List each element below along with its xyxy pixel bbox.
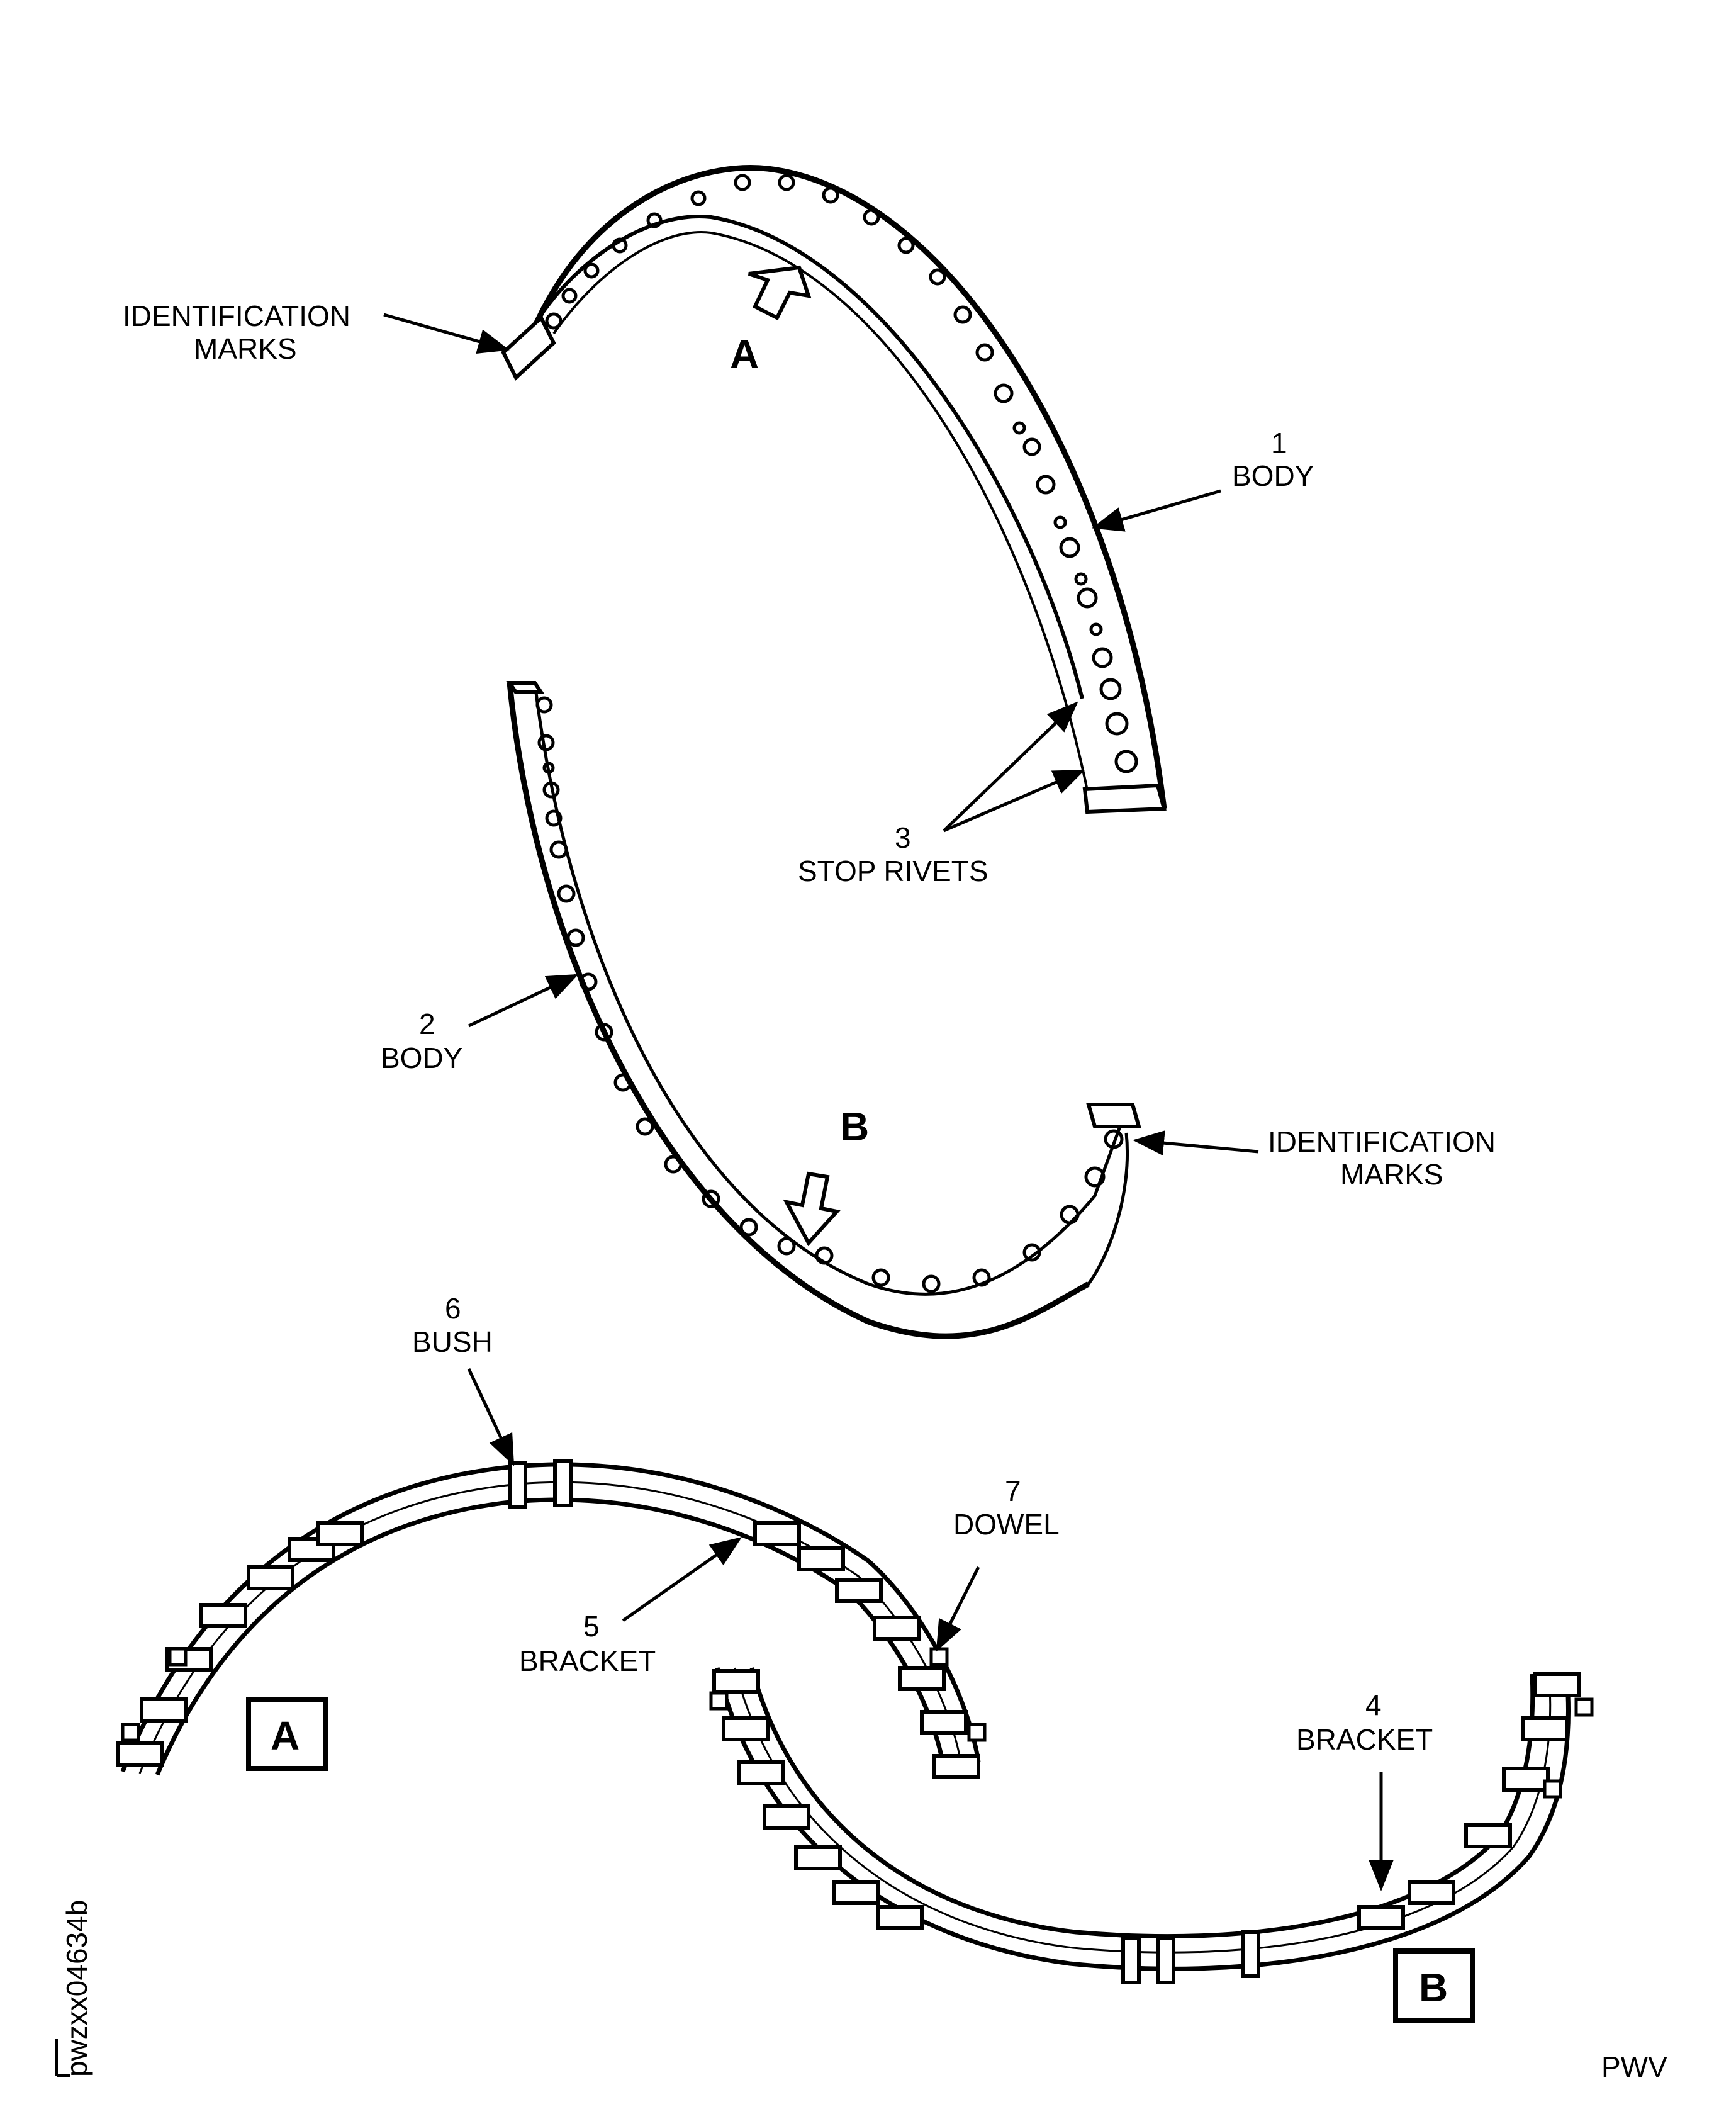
view-a-box-label: A bbox=[271, 1713, 300, 1758]
view-a-arrow-label: A bbox=[730, 332, 759, 377]
leader-body-2 bbox=[468, 974, 579, 1028]
leader-body-1 bbox=[1092, 489, 1221, 532]
leader-bush bbox=[467, 1368, 515, 1466]
leader-bracket-5 bbox=[622, 1537, 742, 1622]
detail-b-brackets bbox=[712, 1669, 1581, 1930]
leader-stop-rivet-lower bbox=[943, 769, 1085, 833]
bush-number: 6 bbox=[445, 1292, 461, 1325]
bracket-5-number: 5 bbox=[583, 1610, 600, 1643]
stop-rivets-number: 3 bbox=[895, 821, 911, 854]
id-marks-top-line2: MARKS bbox=[194, 332, 297, 365]
body-2-number: 2 bbox=[419, 1008, 435, 1040]
view-a-box: A bbox=[246, 1697, 328, 1771]
body-1-name: BODY bbox=[1232, 459, 1314, 492]
leader-dowel bbox=[936, 1566, 980, 1652]
figure-id-mark: pwzxx04634b bbox=[55, 1900, 93, 2077]
body-2-ring bbox=[506, 681, 1141, 1339]
body-1-ring bbox=[501, 165, 1167, 814]
body-1-number: 1 bbox=[1271, 427, 1287, 459]
stop-rivets-name: STOP RIVETS bbox=[798, 855, 988, 887]
publisher-mark: PWV bbox=[1601, 2050, 1667, 2083]
body-1-holes bbox=[545, 174, 1138, 773]
view-b-box: B bbox=[1393, 1948, 1475, 2023]
leader-id-marks-top bbox=[383, 313, 510, 354]
id-marks-bottom-line1: IDENTIFICATION bbox=[1268, 1125, 1496, 1158]
detail-b-bracket-arc bbox=[709, 1667, 1594, 1984]
detail-a-dowels bbox=[121, 1647, 987, 1742]
detail-a-brackets bbox=[116, 1521, 980, 1779]
view-b-pointer bbox=[783, 1171, 841, 1247]
body-2-name: BODY bbox=[381, 1042, 462, 1074]
detail-b-dowels bbox=[709, 1691, 1594, 1799]
leader-stop-rivet-upper bbox=[943, 701, 1078, 832]
dowel-number: 7 bbox=[1005, 1475, 1021, 1507]
figure-id: pwzxx04634b bbox=[60, 1900, 93, 2077]
view-a-pointer bbox=[748, 265, 812, 321]
bracket-4-name: BRACKET bbox=[1296, 1723, 1433, 1756]
id-marks-top-line1: IDENTIFICATION bbox=[123, 300, 350, 332]
id-marks-bottom-line2: MARKS bbox=[1340, 1158, 1443, 1191]
body-2-holes bbox=[535, 696, 1124, 1293]
bracket-5-name: BRACKET bbox=[519, 1645, 656, 1677]
bracket-4-number: 4 bbox=[1365, 1689, 1382, 1721]
detail-b-bushes bbox=[1121, 1930, 1260, 1984]
detail-a-bracket-arc bbox=[116, 1459, 987, 1779]
bush-name: BUSH bbox=[412, 1325, 493, 1358]
leader-lines bbox=[383, 313, 1394, 1891]
view-b-box-label: B bbox=[1419, 1965, 1448, 2010]
leader-id-marks-bottom bbox=[1133, 1130, 1259, 1156]
dowel-name: DOWEL bbox=[953, 1508, 1060, 1541]
detail-a-bushes bbox=[508, 1459, 573, 1509]
view-b-arrow-label: B bbox=[840, 1104, 869, 1149]
